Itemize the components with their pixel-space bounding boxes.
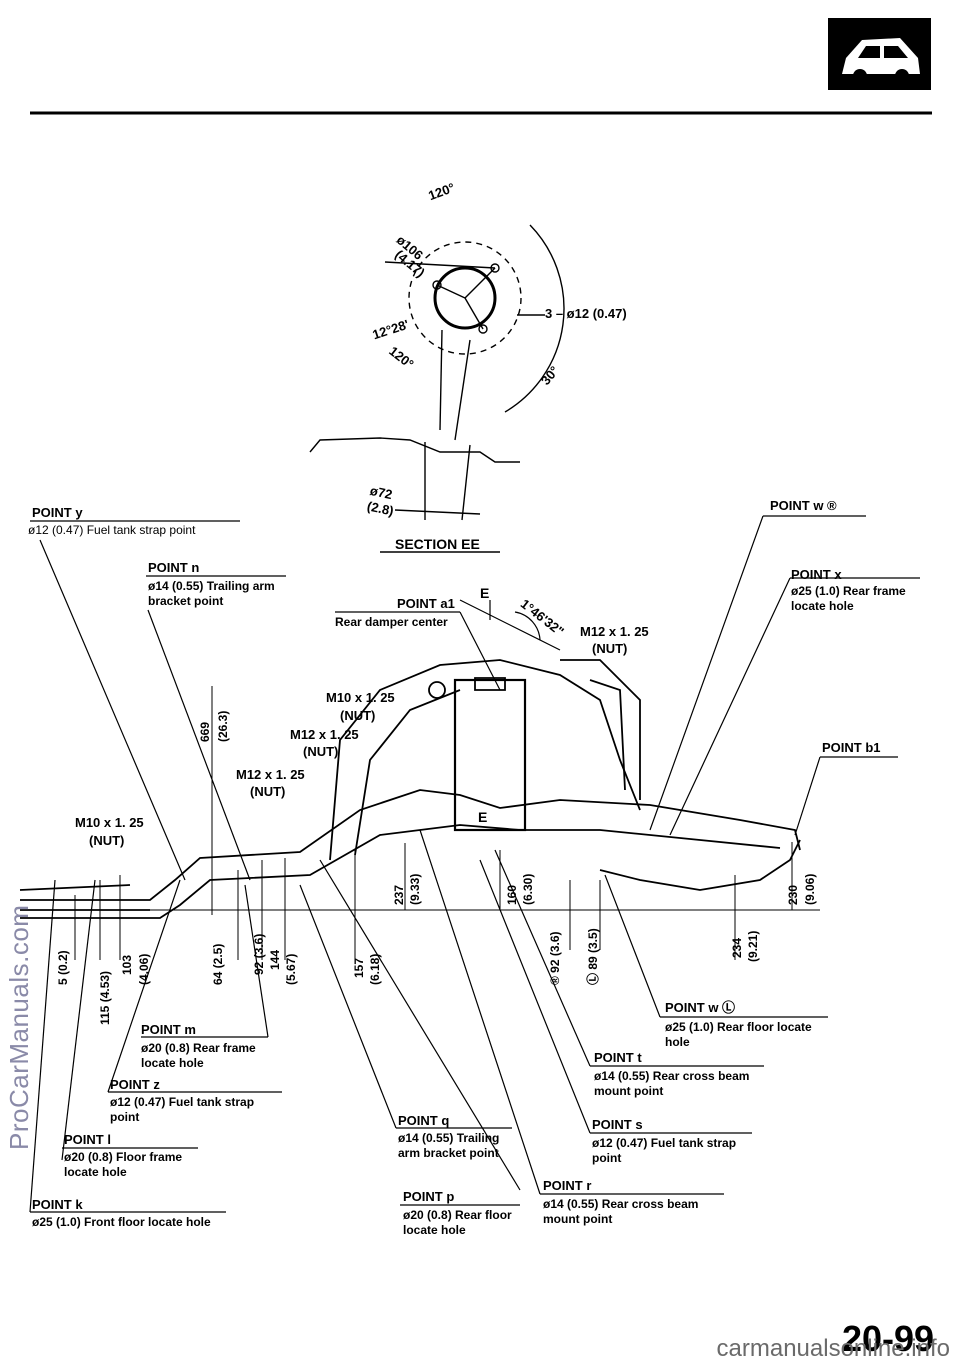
point-p-desc2: locate hole (403, 1223, 466, 1237)
nut-m10-a: M10 x 1. 25 (326, 690, 395, 705)
dim-669-in: (26.3) (216, 710, 230, 742)
point-m-desc2: locate hole (141, 1056, 204, 1070)
nut-m12-top-type: (NUT) (592, 641, 628, 656)
dim-234: 234 (730, 937, 744, 958)
dim-64: 64 (2.5) (211, 943, 225, 985)
point-r-desc1: ø14 (0.55) Rear cross beam (543, 1197, 699, 1211)
dim-237: 237 (392, 884, 406, 905)
site-footer: carmanualsonline.info (716, 1335, 950, 1362)
point-r-desc2: mount point (543, 1212, 613, 1226)
page-number: 20-99 (842, 1318, 935, 1359)
point-x-desc2: locate hole (791, 599, 854, 613)
point-t-desc1: ø14 (0.55) Rear cross beam (594, 1069, 750, 1083)
point-w-l-desc2: hole (665, 1035, 690, 1049)
rear-frame-side-view (19, 599, 801, 919)
point-b1-head: POINT b1 (822, 740, 881, 755)
point-s-head: POINT s (592, 1117, 643, 1132)
section-mark-e-top: E (480, 585, 490, 601)
dim-89-l: Ⓛ 89 (3.5) (586, 928, 600, 985)
nut-m10-left: M10 x 1. 25 (75, 815, 144, 830)
point-z-head: POINT z (110, 1077, 160, 1092)
dim-144-in: (5.67) (284, 953, 298, 985)
nut-m12-c: M12 x 1. 25 (236, 767, 305, 782)
point-n-head: POINT n (148, 560, 200, 575)
nut-m10-left-type: (NUT) (89, 833, 125, 848)
point-l-desc2: locate hole (64, 1165, 127, 1179)
nut-m10-a-type: (NUT) (340, 708, 376, 723)
point-s-desc2: point (592, 1151, 622, 1165)
point-a1-head: POINT a1 (397, 596, 455, 611)
dim-144: 144 (268, 949, 282, 970)
point-w-l-head: POINT w Ⓛ (665, 1000, 736, 1015)
point-p-desc1: ø20 (0.8) Rear floor (403, 1208, 512, 1222)
point-n-desc2: bracket point (148, 594, 224, 608)
dim-92: 92 (3.6) (252, 933, 266, 975)
dim-92-r: ® 92 (3.6) (548, 931, 562, 985)
dim-103-in: (4.06) (137, 953, 151, 985)
dim-5: 5 (0.2) (56, 950, 70, 985)
point-x-desc1: ø25 (1.0) Rear frame (791, 584, 906, 598)
nut-m12-b: M12 x 1. 25 (290, 727, 359, 742)
hole-spec: 3 – ø12 (0.47) (545, 306, 627, 321)
nut-m12-c-type: (NUT) (250, 784, 286, 799)
section-mark-e-mid: E (478, 809, 488, 825)
point-q-desc1: ø14 (0.55) Trailing (398, 1131, 500, 1145)
leader-lines (29, 515, 920, 1213)
point-z-desc2: point (110, 1110, 140, 1124)
point-n-desc1: ø14 (0.55) Trailing arm (148, 579, 275, 593)
point-y-head: POINT y (32, 505, 83, 520)
dim-115: 115 (4.53) (98, 970, 112, 1025)
dim-157: 157 (352, 957, 366, 978)
point-z-desc1: ø12 (0.47) Fuel tank strap (110, 1095, 255, 1109)
watermark: ProCarManuals.com (4, 904, 34, 1150)
point-s-desc1: ø12 (0.47) Fuel tank strap (592, 1136, 737, 1150)
section-ee-title: SECTION EE (395, 536, 480, 552)
point-l-desc1: ø20 (0.8) Floor frame (64, 1150, 183, 1164)
point-k-desc: ø25 (1.0) Front floor locate hole (32, 1215, 211, 1229)
point-t-desc2: mount point (594, 1084, 664, 1098)
point-q-desc2: arm bracket point (398, 1146, 499, 1160)
point-k-head: POINT k (32, 1197, 83, 1212)
nut-m12-b-type: (NUT) (303, 744, 339, 759)
point-p-head: POINT p (403, 1189, 455, 1204)
dim-157-in: (6.18) (368, 953, 382, 985)
car-icon (828, 18, 931, 90)
point-m-head: POINT m (141, 1022, 196, 1037)
point-t-head: POINT t (594, 1050, 642, 1065)
dimension-lines (20, 686, 820, 960)
dim-237-in: (9.33) (408, 873, 422, 905)
point-y-desc: ø12 (0.47) Fuel tank strap point (28, 523, 196, 537)
point-m-desc1: ø20 (0.8) Rear frame (141, 1041, 256, 1055)
point-w-l-desc1: ø25 (1.0) Rear floor locate (665, 1020, 812, 1034)
dim-230-in: (9.06) (803, 873, 817, 905)
dim-234-in: (9.21) (746, 930, 760, 962)
nut-m12-top: M12 x 1. 25 (580, 624, 649, 639)
point-r-head: POINT r (543, 1178, 592, 1193)
section-ee-flange (309, 224, 565, 553)
point-x-head: POINT x (791, 567, 842, 582)
dim-230: 230 (786, 884, 800, 905)
dim-160-in: (6.30) (521, 873, 535, 905)
point-l-head: POINT l (64, 1132, 111, 1147)
dim-103: 103 (120, 954, 134, 975)
point-w-r-head: POINT w ® (770, 498, 837, 513)
point-q-head: POINT q (398, 1113, 450, 1128)
dim-669: 669 (198, 721, 212, 742)
point-a1-desc: Rear damper center (335, 615, 448, 629)
dim-160: 160 (505, 884, 519, 905)
